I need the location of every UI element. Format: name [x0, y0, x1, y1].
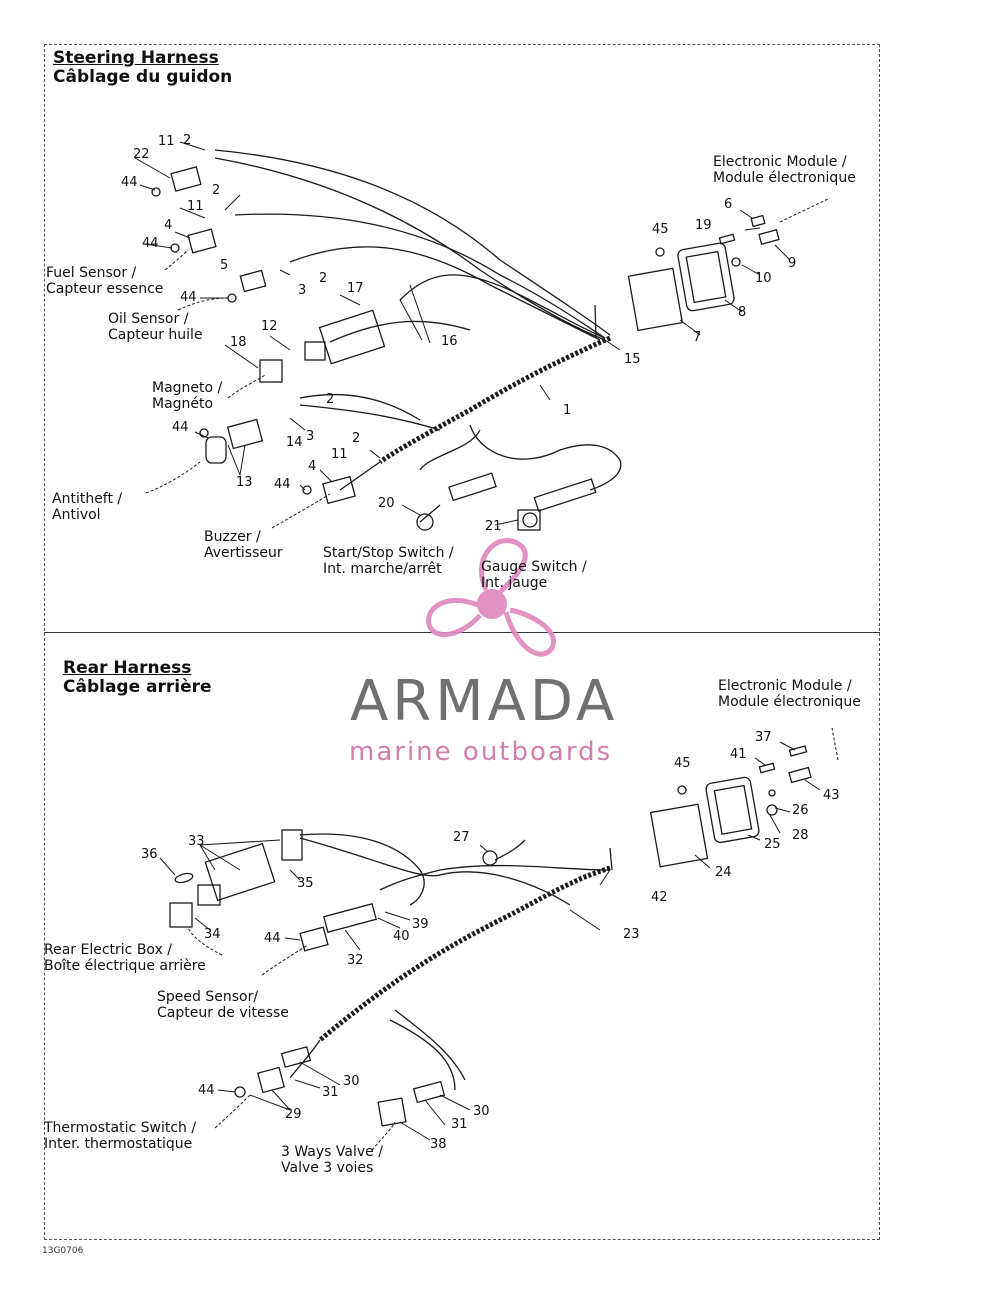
- callout: 34: [204, 927, 221, 942]
- label-electronic-module-steering: Electronic Module / Module électronique: [713, 154, 856, 186]
- callout: 31: [322, 1085, 339, 1100]
- label-fuel-sensor: Fuel Sensor / Capteur essence: [46, 265, 164, 297]
- callout: 44: [198, 1083, 215, 1098]
- callout: 30: [473, 1104, 490, 1119]
- steering-title-en: Steering Harness: [53, 48, 219, 68]
- callout: 2: [319, 271, 328, 286]
- callout: 4: [164, 218, 173, 233]
- callout: 21: [485, 519, 502, 534]
- callout: 2: [183, 133, 192, 148]
- callout: 44: [274, 477, 291, 492]
- label-thermostatic-switch: Thermostatic Switch / Inter. thermostati…: [44, 1120, 197, 1152]
- callout: 13: [236, 475, 253, 490]
- callout: 19: [695, 218, 712, 233]
- callout: 33: [188, 834, 205, 849]
- label-buzzer: Buzzer / Avertisseur: [204, 529, 283, 561]
- callout: 28: [792, 828, 809, 843]
- label-magneto: Magneto / Magnéto: [152, 380, 223, 412]
- callout: 17: [347, 281, 364, 296]
- callout: 41: [730, 747, 747, 762]
- callout: 31: [451, 1117, 468, 1132]
- label-electronic-module-rear: Electronic Module / Module électronique: [718, 678, 861, 710]
- callout: 44: [172, 420, 189, 435]
- callout: 45: [674, 756, 691, 771]
- label-antitheft: Antitheft / Antivol: [52, 491, 123, 523]
- callout: 37: [755, 730, 772, 745]
- section-divider: [44, 632, 880, 633]
- callout: 15: [624, 352, 641, 367]
- callout: 6: [724, 197, 733, 212]
- callout: 32: [347, 953, 364, 968]
- callout: 20: [378, 496, 395, 511]
- callout: 35: [297, 876, 314, 891]
- callout: 2: [352, 431, 361, 446]
- callout: 23: [623, 927, 640, 942]
- callout: 3: [306, 429, 315, 444]
- steering-title-fr: Câblage du guidon: [53, 67, 233, 87]
- rear-harness-title: Rear Harness Câblage arrière: [63, 659, 212, 697]
- callout: 30: [343, 1074, 360, 1089]
- callout: 7: [693, 330, 702, 345]
- callout: 10: [755, 271, 772, 286]
- callout: 24: [715, 865, 732, 880]
- callout: 39: [412, 917, 429, 932]
- callout: 12: [261, 319, 278, 334]
- callout: 44: [142, 236, 159, 251]
- label-rear-electric-box: Rear Electric Box / Boîte électrique arr…: [44, 942, 206, 974]
- callout: 3: [298, 283, 307, 298]
- callout: 43: [823, 788, 840, 803]
- callout: 26: [792, 803, 809, 818]
- callout: 45: [652, 222, 669, 237]
- armada-propeller-logo: [426, 538, 556, 657]
- callout: 11: [187, 199, 204, 214]
- callout: 42: [651, 890, 668, 905]
- callout: 25: [764, 837, 781, 852]
- callout: 40: [393, 929, 410, 944]
- callout: 44: [180, 290, 197, 305]
- label-speed-sensor: Speed Sensor/ Capteur de vitesse: [157, 989, 289, 1021]
- callout: 5: [220, 258, 229, 273]
- callout: 38: [430, 1137, 447, 1152]
- callout: 2: [212, 183, 221, 198]
- callout: 8: [738, 305, 747, 320]
- figure-code: 13G0706: [42, 1246, 84, 1256]
- callout: 18: [230, 335, 247, 350]
- callout: 9: [788, 256, 797, 271]
- callout: 22: [133, 147, 150, 162]
- diagram-frame: [44, 44, 880, 1240]
- callout: 27: [453, 830, 470, 845]
- callout: 11: [331, 447, 348, 462]
- label-three-ways-valve: 3 Ways Valve / Valve 3 voies: [281, 1144, 383, 1176]
- callout: 29: [285, 1107, 302, 1122]
- watermark-tagline: marine outboards: [349, 737, 613, 767]
- callout: 11: [158, 134, 175, 149]
- callout: 44: [264, 931, 281, 946]
- label-start-stop-switch: Start/Stop Switch / Int. marche/arrêt: [323, 545, 454, 577]
- callout: 1: [563, 403, 572, 418]
- callout: 44: [121, 175, 138, 190]
- steering-harness-title: Steering Harness Câblage du guidon: [53, 49, 232, 87]
- callout: 4: [308, 459, 317, 474]
- callout: 36: [141, 847, 158, 862]
- callout: 2: [326, 392, 335, 407]
- callout: 14: [286, 435, 303, 450]
- rear-title-en: Rear Harness: [63, 658, 192, 678]
- watermark-brand: ARMADA: [350, 669, 619, 734]
- callout: 16: [441, 334, 458, 349]
- label-oil-sensor: Oil Sensor / Capteur huile: [108, 311, 203, 343]
- rear-title-fr: Câblage arrière: [63, 677, 212, 697]
- label-gauge-switch: Gauge Switch / Int. jauge: [481, 559, 587, 591]
